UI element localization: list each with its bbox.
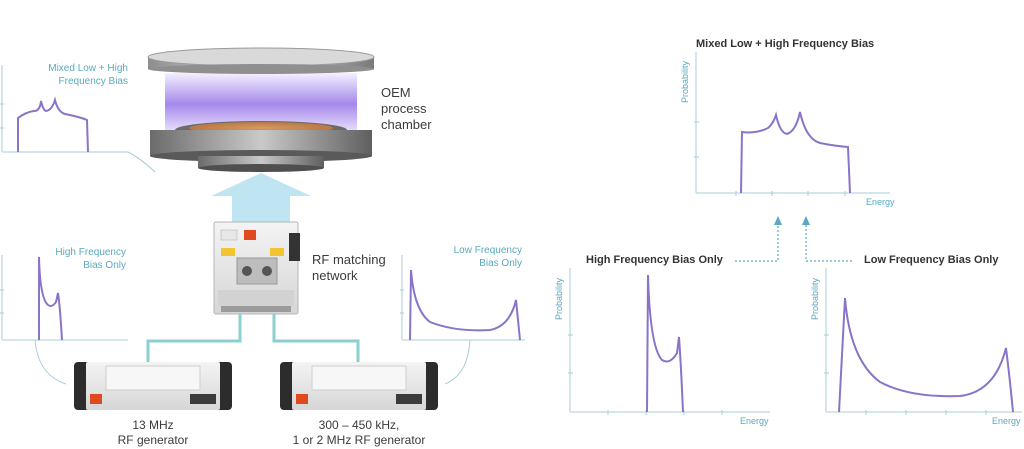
connector-high — [34, 339, 67, 385]
label-matching-line1: RF matching — [312, 252, 386, 267]
dotted-connector-low — [805, 224, 852, 262]
label-low-line2: Bias Only — [479, 258, 522, 269]
arrowhead-high — [774, 216, 782, 225]
label-chamber-line3: chamber — [381, 117, 432, 132]
chart-mixed-ylabel: Probability — [680, 60, 690, 103]
chart-high-ylabel: Probability — [554, 277, 564, 320]
label-high-line1: High Frequency — [55, 247, 126, 258]
chart-mixed-axes — [694, 52, 890, 196]
label-mixed-line1: Mixed Low + High — [48, 63, 128, 74]
label-high-bias: High Frequency Bias Only — [20, 246, 126, 272]
chart-mixed-xlabel: Energy — [866, 197, 895, 207]
connector-mixed — [127, 151, 156, 173]
mini-curve-high — [38, 256, 63, 341]
rf-generator-low-frequency — [280, 362, 438, 410]
chart-low-axes — [824, 268, 1022, 415]
chart-low-xlabel: Energy — [992, 416, 1021, 426]
label-gen1-line1: 13 MHz — [132, 418, 174, 432]
mini-chart-low-axes — [400, 255, 525, 341]
label-chamber-line1: OEM — [381, 85, 411, 100]
power-arrow — [211, 173, 311, 222]
mini-curve-low — [409, 269, 521, 341]
label-gen2-line2: 1 or 2 MHz RF generator — [292, 433, 426, 447]
label-gen-13mhz: 13 MHz RF generator — [93, 418, 213, 448]
mini-chart-high-axes — [0, 255, 128, 341]
label-matching-network: RF matching network — [312, 252, 386, 284]
label-gen-low-frequency: 300 – 450 kHz, 1 or 2 MHz RF generator — [279, 418, 439, 448]
label-mixed-line2: Frequency Bias — [58, 76, 128, 87]
dotted-connector-high — [735, 224, 779, 262]
label-gen1-line2: RF generator — [117, 433, 189, 447]
connector-low — [444, 339, 471, 385]
label-gen2-line1: 300 – 450 kHz, — [318, 418, 400, 432]
rf-matching-network-device — [213, 221, 300, 315]
chart-high-xlabel: Energy — [740, 416, 769, 426]
label-chamber-line2: process — [381, 101, 427, 116]
chart-curve-low — [838, 297, 1014, 413]
label-mixed-bias: Mixed Low + High Frequency Bias — [18, 62, 128, 88]
label-high-line2: Bias Only — [83, 260, 126, 271]
chart-high-axes — [568, 268, 770, 415]
chart-low-ylabel: Probability — [810, 277, 820, 320]
label-matching-line2: network — [312, 268, 358, 283]
label-chamber: OEM process chamber — [381, 85, 432, 133]
process-chamber — [147, 47, 375, 172]
chart-curve-high — [646, 274, 684, 413]
cable-13mhz — [146, 314, 242, 362]
rf-generator-13mhz — [74, 362, 232, 410]
mini-chart-mixed-axes — [0, 65, 128, 153]
chart-low-title: Low Frequency Bias Only — [864, 254, 999, 266]
mini-curve-mixed — [17, 96, 89, 153]
chart-curve-mixed — [740, 111, 851, 194]
chart-mixed-title: Mixed Low + High Frequency Bias — [696, 38, 875, 50]
chart-high-title: High Frequency Bias Only — [586, 254, 723, 266]
arrowhead-low — [802, 216, 810, 225]
cable-low-freq — [272, 314, 360, 362]
label-low-bias: Low Frequency Bias Only — [414, 244, 522, 270]
label-low-line1: Low Frequency — [453, 245, 522, 256]
